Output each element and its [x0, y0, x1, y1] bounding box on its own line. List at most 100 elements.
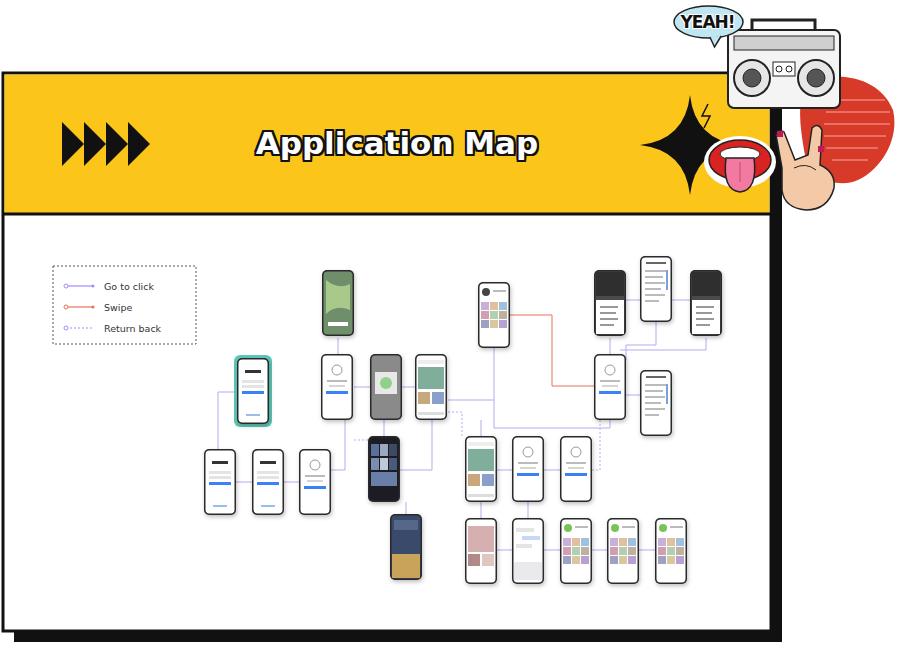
screen-detail [610, 547, 618, 555]
screen-detail [371, 458, 379, 470]
flow-wire [544, 470, 560, 471]
phone-screen-face [467, 438, 496, 501]
screen-detail [563, 556, 571, 564]
phone-frame [252, 449, 284, 515]
phone-screen [465, 518, 497, 584]
screen-detail [490, 311, 498, 319]
hand-sticker [776, 125, 834, 210]
screen-detail [213, 505, 227, 507]
phone-frame [368, 436, 400, 502]
screen-detail [418, 367, 444, 389]
screen-detail [482, 474, 494, 486]
screen-detail [622, 526, 635, 528]
screen-detail [667, 547, 675, 555]
screen-detail [568, 467, 584, 469]
chevrons [62, 122, 150, 166]
phone-screen-face [480, 284, 509, 347]
screen-detail [516, 544, 532, 548]
flow-wire [481, 420, 482, 436]
screen-detail [468, 554, 480, 566]
header-rule [3, 213, 771, 216]
screen-detail [418, 412, 444, 415]
phone-frame [415, 354, 447, 420]
phone-screen-face [392, 516, 421, 579]
screen-detail [600, 318, 618, 320]
screen-detail [209, 476, 231, 479]
phone-screen [370, 354, 402, 420]
phone-screen-face [324, 272, 353, 335]
flow-wire [510, 315, 594, 386]
screen-detail [418, 392, 430, 404]
screen-detail [482, 288, 490, 296]
legend-label: Go to click [104, 281, 154, 292]
screen-detail [610, 556, 618, 564]
screen-detail [468, 494, 494, 497]
flow-wire [481, 502, 482, 518]
screen-detail [600, 306, 618, 308]
screen-detail [523, 447, 533, 457]
phone-screen [252, 449, 284, 515]
screen-detail [518, 462, 538, 464]
screen-detail [572, 538, 580, 546]
screen-detail [605, 365, 615, 375]
phone-screen [512, 436, 544, 502]
screen-detail [481, 311, 489, 319]
screen-detail [628, 547, 636, 555]
screen-detail [432, 392, 444, 404]
screen-detail [257, 482, 279, 485]
card [3, 73, 771, 631]
bubble-tail [709, 36, 720, 47]
phone-frame [640, 256, 672, 322]
screen-detail [645, 402, 661, 404]
screen-detail [692, 300, 720, 334]
screen-detail [394, 520, 418, 530]
phone-screen [607, 518, 639, 584]
phone-screen [204, 449, 236, 515]
screen-detail [468, 442, 494, 446]
screen-detail [305, 475, 325, 477]
phone-screen-face [596, 356, 625, 419]
screen-detail [261, 505, 275, 507]
screen-detail [572, 547, 580, 555]
phone-screen [299, 449, 331, 515]
flow-wire [448, 412, 462, 436]
screen-detail [600, 312, 616, 314]
slide-title: Application Map [256, 125, 538, 161]
screen-detail [499, 320, 507, 328]
screen-detail [692, 272, 720, 296]
screen-detail [645, 396, 665, 398]
phone-screen-face [323, 356, 352, 419]
screen-detail [493, 290, 506, 292]
phone-screen-face [514, 438, 543, 501]
legend-label: Swipe [104, 302, 132, 313]
screen-detail [645, 288, 661, 290]
legend-label: Return back [104, 323, 161, 334]
phone-screen [655, 518, 687, 584]
screen-detail [326, 280, 350, 314]
phone-screen [234, 355, 272, 427]
screen-detail [696, 312, 712, 314]
flow-wire [497, 550, 512, 551]
phone-frame [690, 270, 722, 336]
screen-detail [600, 324, 614, 326]
screen-detail [242, 380, 264, 383]
screen-detail [566, 462, 586, 464]
screen-detail [329, 385, 345, 387]
lips-sticker [704, 136, 776, 192]
screen-detail [610, 538, 618, 546]
screen-detail [645, 414, 659, 416]
flow-wire [497, 470, 512, 471]
screen-detail [600, 380, 620, 382]
screen-detail [646, 262, 666, 264]
screen-detail [332, 365, 342, 375]
phone-screen-face [596, 272, 625, 335]
screen-detail [257, 471, 279, 474]
screen-detail [245, 370, 261, 373]
phone-frame [370, 354, 402, 420]
screen-detail [602, 385, 618, 387]
screen-detail [645, 282, 665, 284]
screen-detail [499, 311, 507, 319]
screen-detail [565, 473, 587, 476]
screen-detail [389, 444, 397, 456]
